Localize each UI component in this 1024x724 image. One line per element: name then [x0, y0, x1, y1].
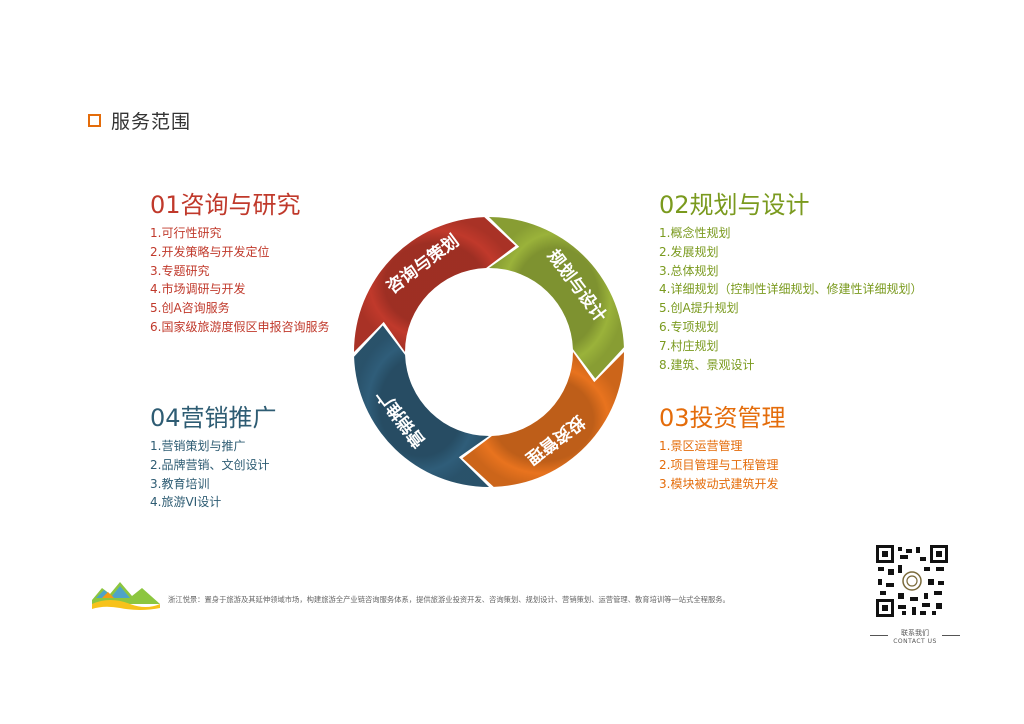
- section-consulting-title: 01咨询与研究: [150, 191, 301, 219]
- list-item: 3.总体规划: [659, 263, 719, 278]
- list-item: 2.开发策略与开发定位: [150, 244, 270, 259]
- company-description: 浙江悦景：置身于旅游及其延伸领域市场，构建旅游全产业链咨询服务体系，提供旅游业投…: [168, 595, 730, 604]
- list-item: 8.建筑、景观设计: [659, 357, 755, 372]
- divider-left: [870, 635, 888, 636]
- list-item: 2.品牌营销、文创设计: [150, 457, 270, 472]
- list-item: 1.营销策划与推广: [150, 439, 246, 453]
- square-bullet-icon: [88, 113, 101, 127]
- section-consulting: 01咨询与研究 1.可行性研究 2.开发策略与开发定位 3.专题研究 4.市场调…: [150, 190, 329, 337]
- list-item: 6.专项规划: [659, 319, 719, 334]
- list-item: 5.创A提升规划: [659, 301, 739, 316]
- section-investment: 03投资管理 1.景区运营管理 2.项目管理与工程管理 3.模块被动式建筑开发: [659, 403, 786, 493]
- list-item: 6.国家级旅游度假区申报咨询服务: [150, 319, 330, 334]
- list-item: 3.专题研究: [150, 263, 210, 278]
- cycle-segment-shade: [489, 217, 624, 379]
- divider-right: [942, 635, 960, 636]
- qr-code-icon: [876, 545, 948, 617]
- company-logo: [92, 582, 160, 610]
- section-planning: 02规划与设计 1.概念性规划 2.发展规划 3.总体规划 4.详细规划（控制性…: [659, 190, 922, 374]
- section-marketing: 04营销推广 1.营销策划与推广 2.品牌营销、文创设计 3.教育培训 4.旅游…: [150, 403, 277, 512]
- list-item: 3.教育培训: [150, 476, 210, 491]
- contact-us-cn: 联系我们: [901, 629, 929, 637]
- cycle-segment-shade: [354, 325, 489, 487]
- contact-us: 联系我们 CONTACT US: [870, 629, 960, 646]
- list-item: 4.市场调研与开发: [150, 282, 246, 297]
- page-title-text: 服务范围: [111, 110, 192, 133]
- list-item: 7.村庄规划: [659, 338, 719, 353]
- list-item: 3.模块被动式建筑开发: [659, 476, 779, 491]
- contact-us-en: CONTACT US: [893, 638, 937, 645]
- list-item: 5.创A咨询服务: [150, 301, 230, 316]
- list-item: 4.旅游VI设计: [150, 495, 222, 510]
- page-title: 服务范围: [88, 108, 192, 133]
- section-marketing-title: 04营销推广: [150, 404, 277, 432]
- list-item: 1.概念性规划: [659, 226, 731, 240]
- cycle-segment-shade: [354, 217, 516, 352]
- cycle-segment-shade: [462, 352, 624, 487]
- list-item: 1.可行性研究: [150, 226, 222, 240]
- list-item: 2.项目管理与工程管理: [659, 457, 779, 472]
- list-item: 4.详细规划（控制性详细规划、修建性详细规划）: [659, 282, 923, 297]
- list-item: 1.景区运营管理: [659, 439, 743, 453]
- section-investment-title: 03投资管理: [659, 404, 786, 432]
- service-cycle-diagram: 咨询与策划规划与设计投资管理营销推广: [354, 217, 624, 487]
- list-item: 2.发展规划: [659, 244, 719, 259]
- section-planning-title: 02规划与设计: [659, 191, 810, 219]
